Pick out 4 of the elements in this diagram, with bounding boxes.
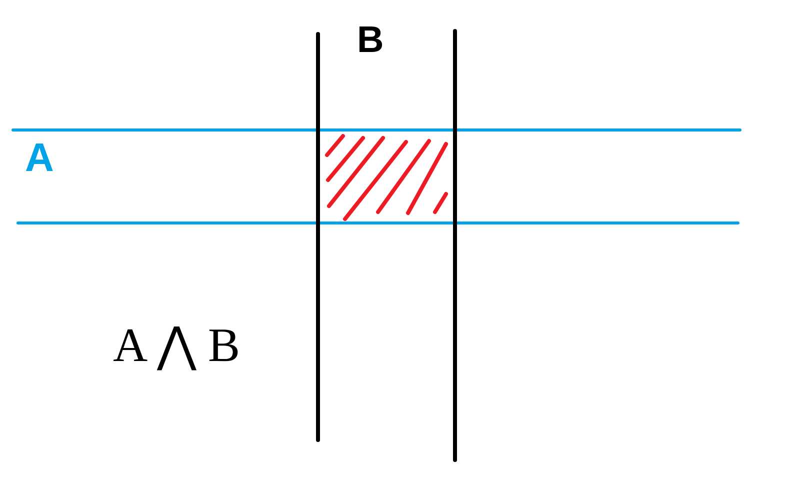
logic-expression: A ⋀ B <box>113 322 240 370</box>
horizontal-band <box>13 128 740 226</box>
band-label: B <box>357 21 384 58</box>
band-label: A <box>25 138 54 178</box>
